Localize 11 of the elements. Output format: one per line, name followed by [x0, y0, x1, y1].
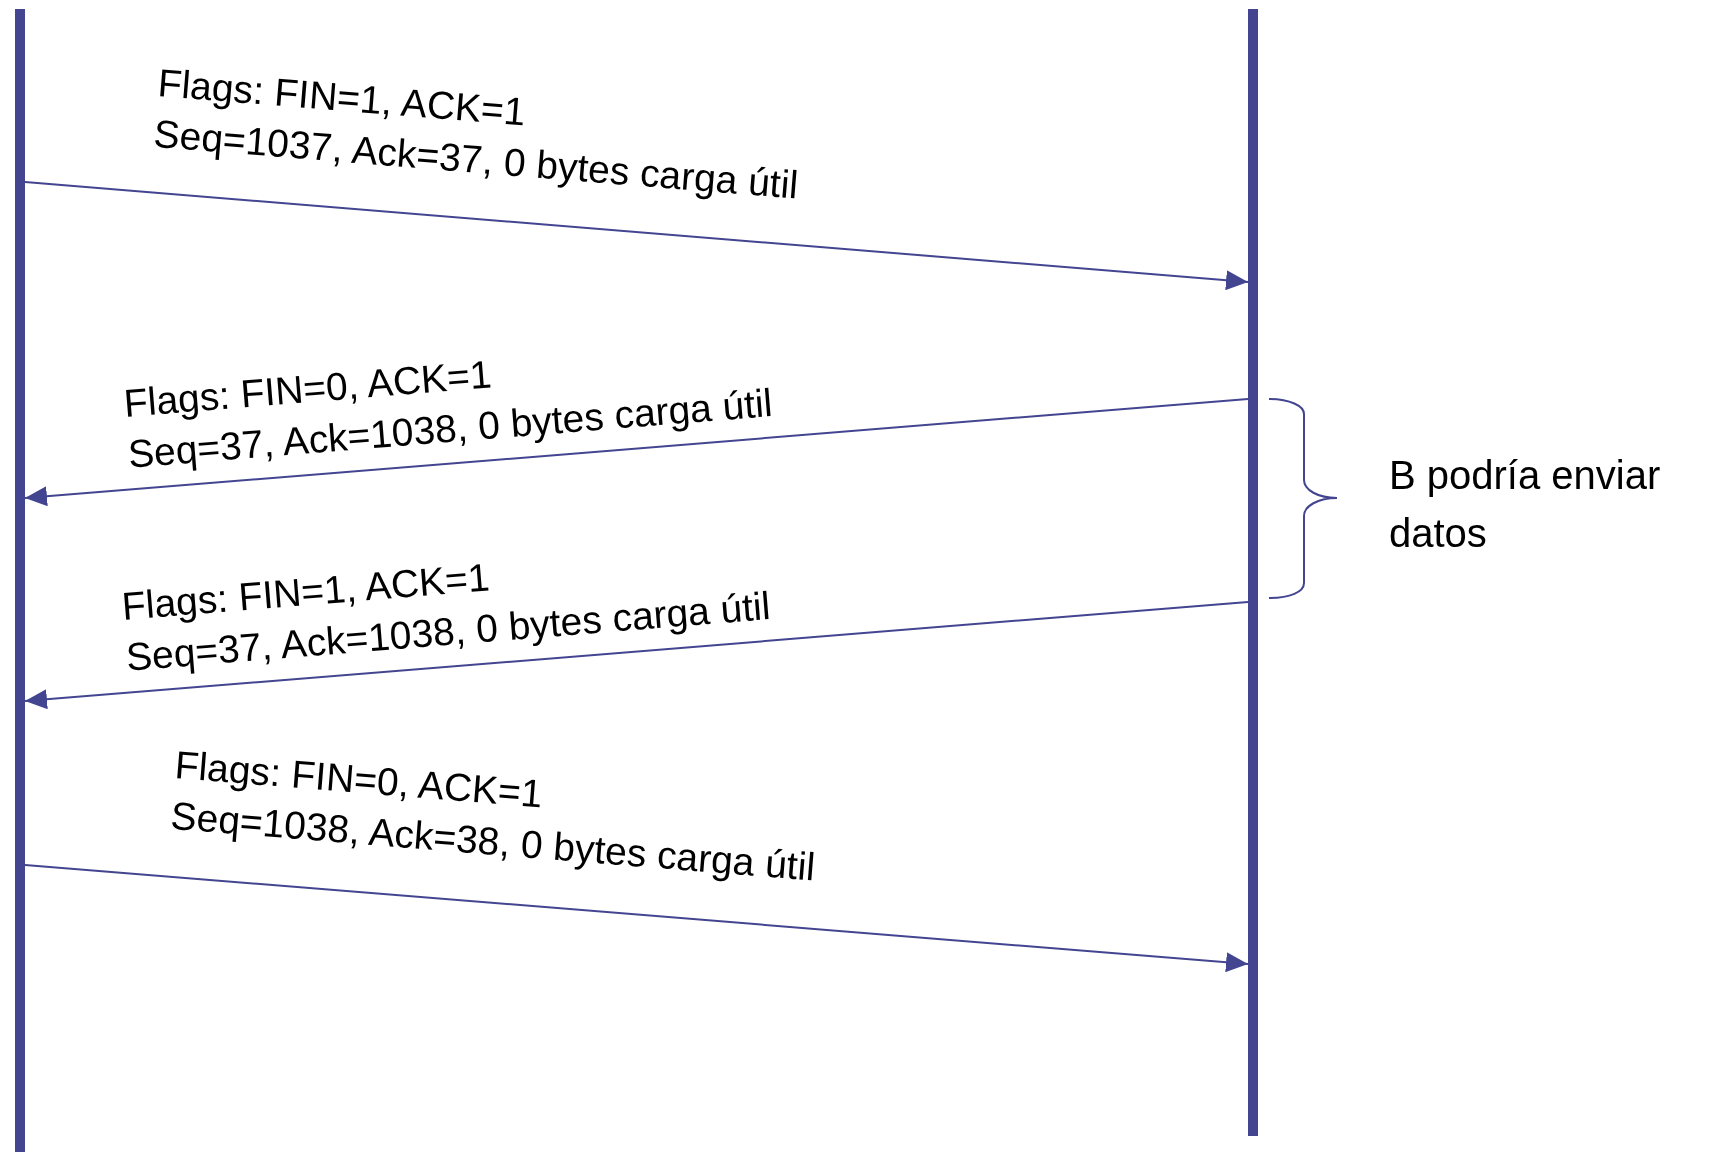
arrow — [24, 398, 1249, 507]
arrow — [24, 181, 1249, 291]
edge-label: Flags: FIN=1, ACK=1 Seq=37, Ack=1038, 0 bytes carga útil — [120, 554, 773, 681]
edge-label: Flags: FIN=1, ACK=1 Seq=1037, Ack=37, 0 bytes carga útil — [151, 60, 801, 209]
lifeline-bar — [1248, 9, 1258, 1136]
arrow — [24, 864, 1249, 973]
edge-label: Flags: FIN=0, ACK=1 Seq=37, Ack=1038, 0 bytes carga útil — [122, 351, 775, 478]
lifeline-bar — [15, 9, 25, 1152]
annotation-text: B podría enviar datos — [1389, 452, 1662, 557]
arrow — [24, 601, 1249, 710]
edge-label: Flags: FIN=0, ACK=1 Seq=1038, Ack=38, 0 bytes carga útil — [168, 742, 818, 891]
